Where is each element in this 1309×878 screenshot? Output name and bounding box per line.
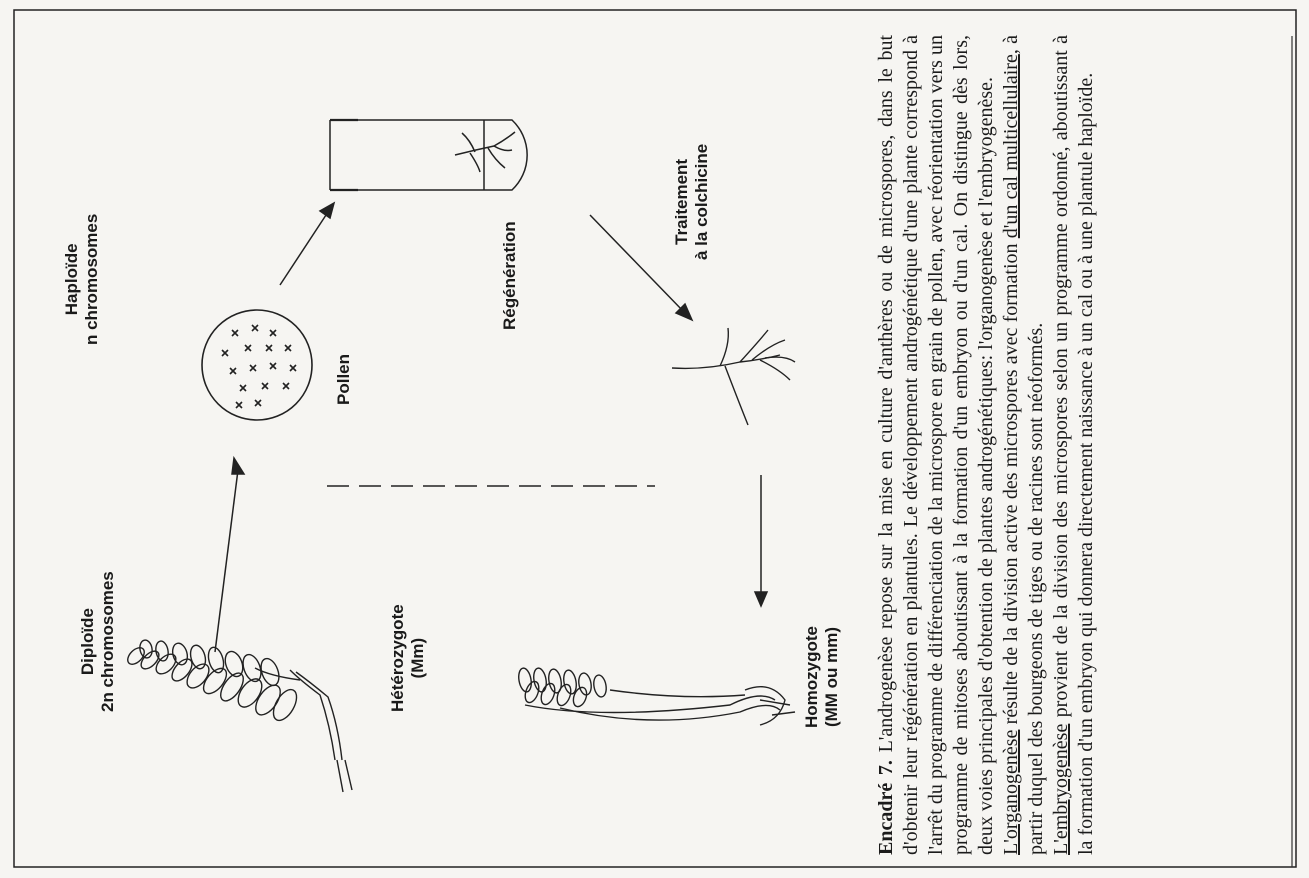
label-regeneration: Régénération [500,221,520,330]
embryogenese-term: L'embryogenèse [1050,724,1072,855]
caption-title: Encadré 7. [875,760,897,855]
plantlet-icon [672,328,795,425]
caption-paragraph-3: L'embryogenèse provient de la division d… [1049,35,1099,855]
label-haploid: Haploïde n chromosomes [62,214,102,345]
arrow-tube-to-plantlet [590,215,684,312]
pollen-grain-icon [202,310,312,420]
label-diploid: Diploïde 2n chromosomes [78,571,118,712]
caption-paragraph-2: L'organogenèse résulte de la division ac… [999,35,1049,855]
caption-text-1: L'androgenèse repose sur la mise en cult… [875,35,997,855]
caption-paragraph-1: Encadré 7. L'androgenèse repose sur la m… [874,35,999,855]
homozygote-wheat-ear-icon [517,667,795,725]
caption-cal-term: d'un cal multicellulaire [1000,54,1022,238]
label-homozygote: Homozygote (MM ou mm) [802,626,842,728]
caption-box: Encadré 7. L'androgenèse repose sur la m… [874,35,1274,855]
arrow-pollen-to-tube [280,212,328,285]
arrows [215,203,767,652]
arrow-ear-to-pollen [215,470,238,652]
organogenese-term: L'organogenèse [1000,730,1022,855]
label-colchicine: Traitement à la colchicine [672,144,712,260]
caption-text-2a: résulte de la division active des micros… [1000,243,1022,724]
culture-tube-icon [330,120,527,190]
heterozygote-wheat-ear-icon [125,639,352,792]
label-pollen: Pollen [334,354,354,405]
label-heterozygote: Hétérozygote (Mm) [388,604,428,712]
